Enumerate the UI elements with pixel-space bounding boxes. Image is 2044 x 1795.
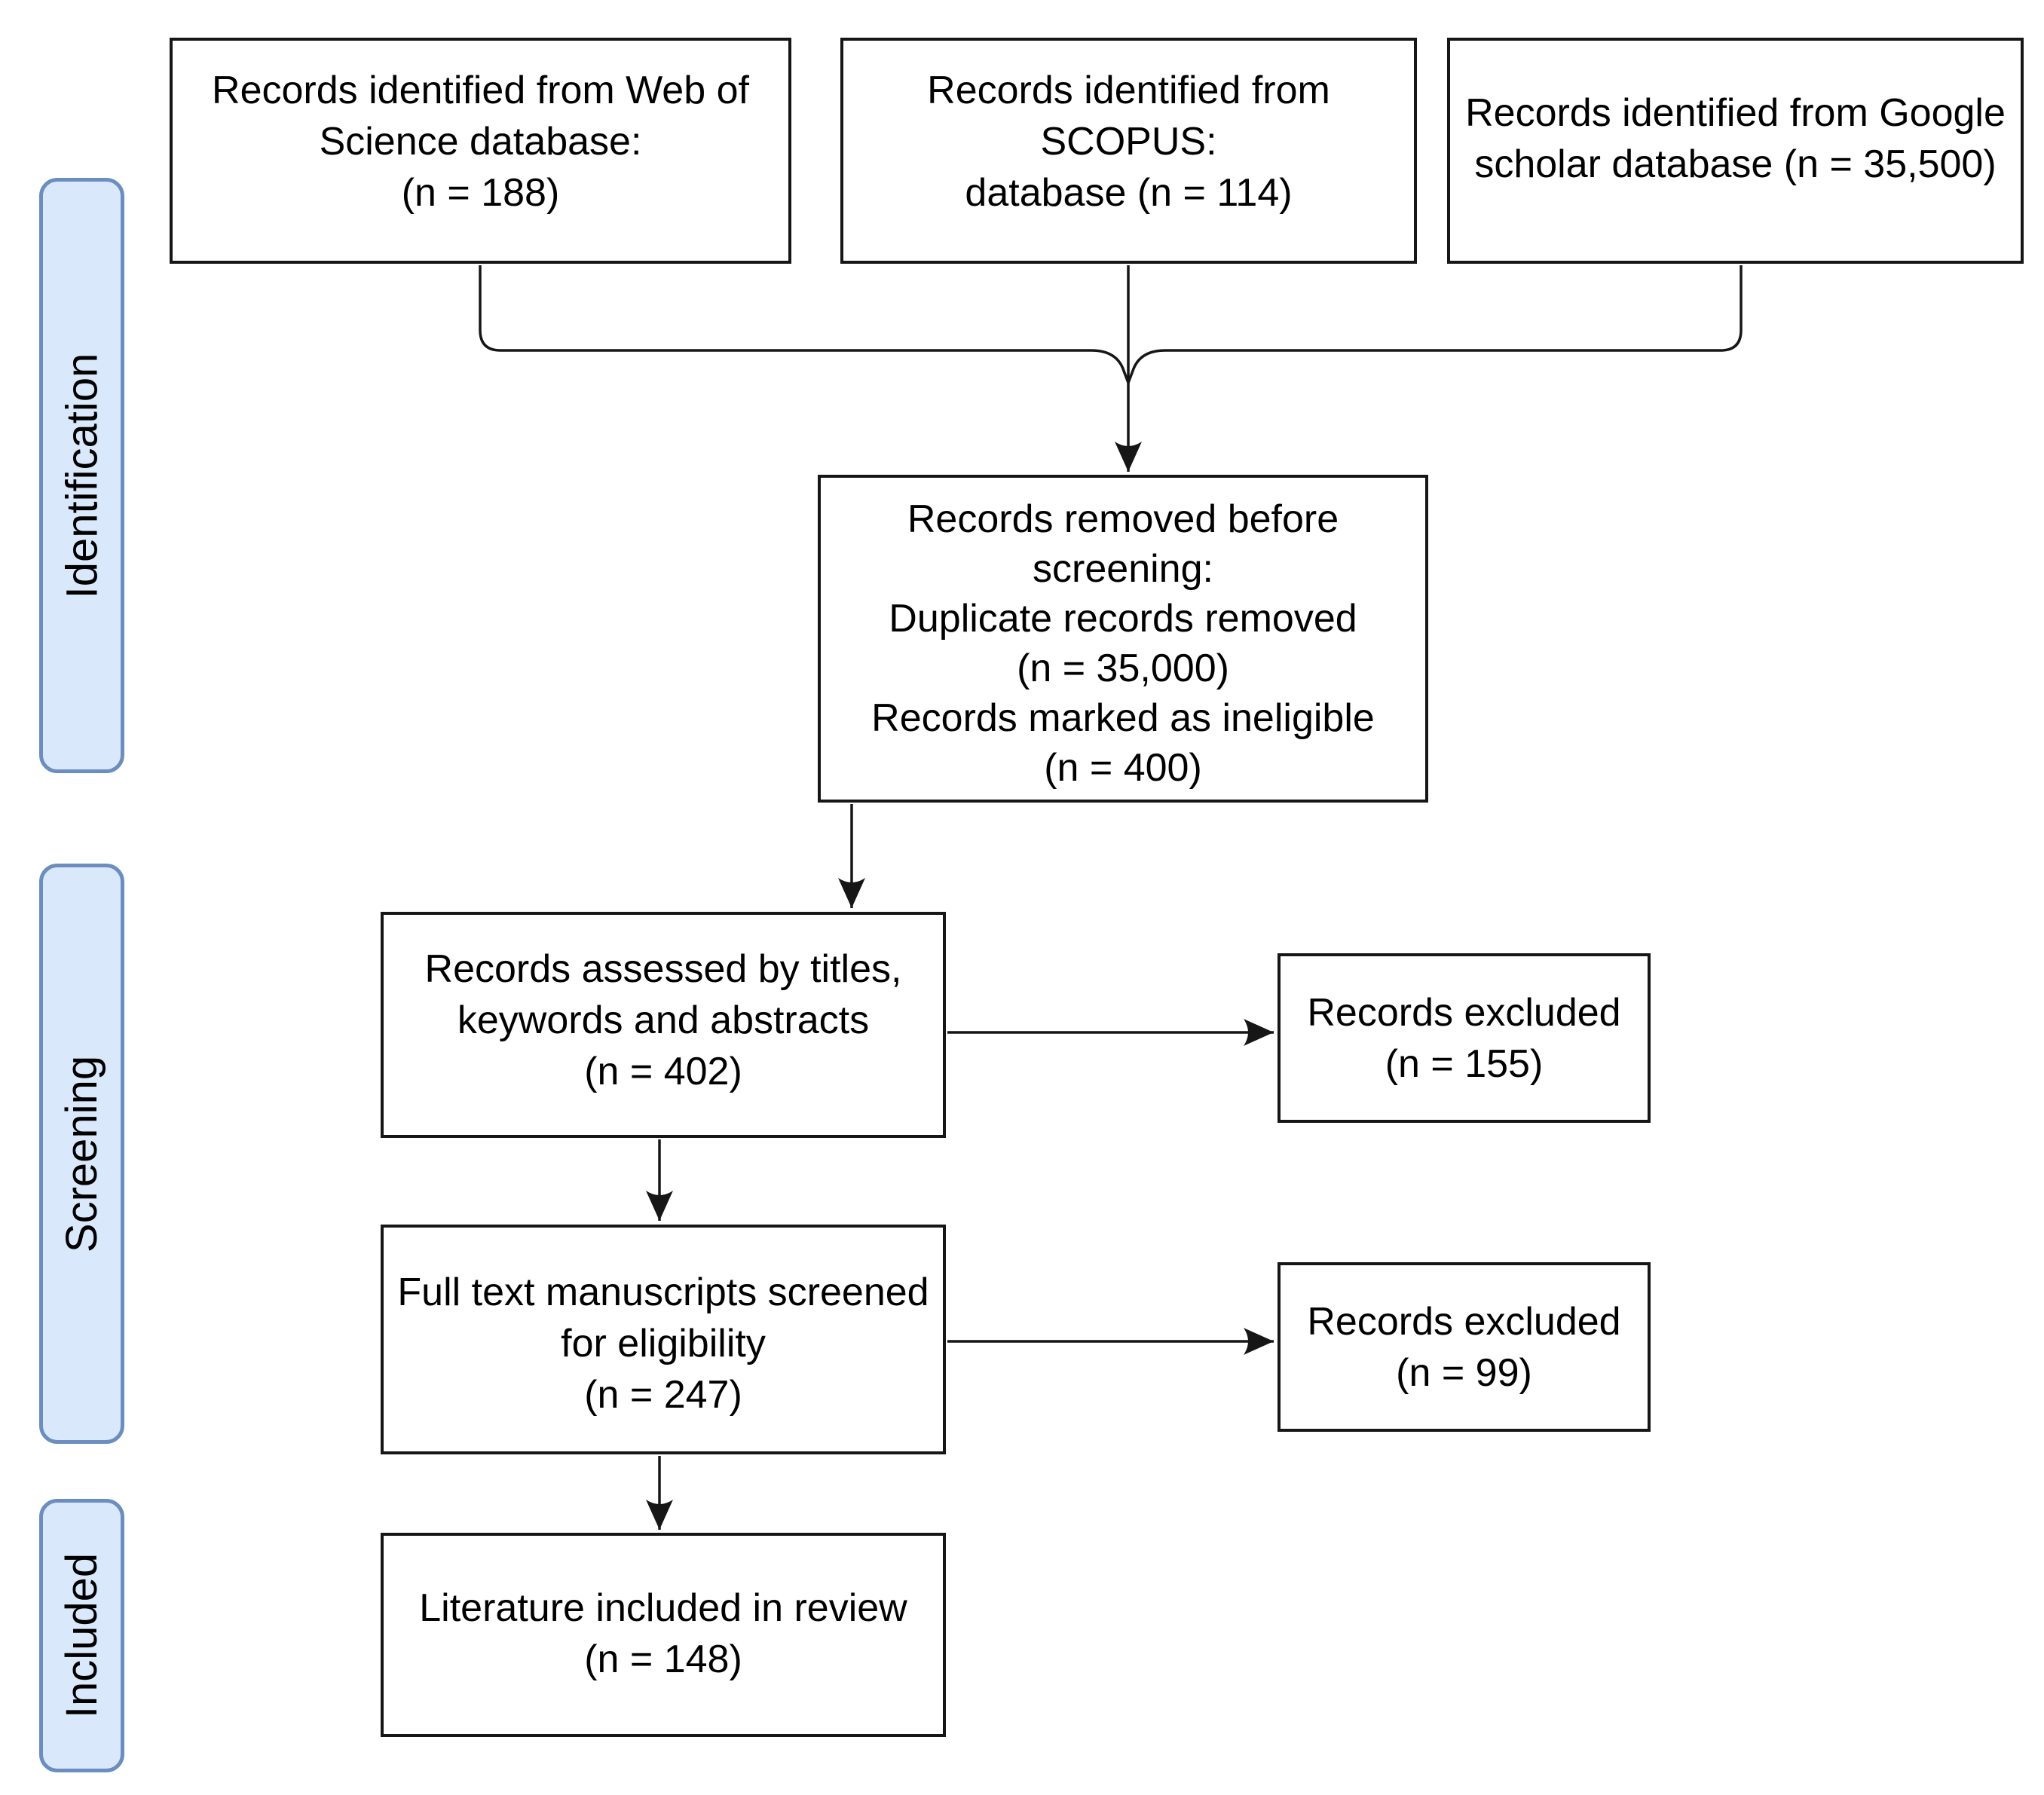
box-line: Science database: — [319, 120, 642, 164]
connector-wos-merge — [479, 265, 1130, 384]
box-line: Records excluded — [1307, 990, 1621, 1035]
box-line: (n = 247) — [584, 1373, 742, 1417]
box-line: Records assessed by titles, — [424, 947, 902, 991]
box-line: Records identified from Web of — [212, 69, 749, 112]
box-records-google-scholar: Records identified from Google scholar d… — [1447, 38, 2024, 264]
box-line: Full text manuscripts screened — [397, 1271, 929, 1314]
box-line: (n = 188) — [401, 171, 560, 215]
box-records-removed-before-screening: Records removed before screening: Duplic… — [818, 475, 1428, 803]
box-line: (n = 155) — [1385, 1041, 1544, 1086]
box-line: Records identified from — [927, 69, 1330, 112]
box-line: database (n = 114) — [965, 171, 1293, 215]
box-literature-included: Literature included in review (n = 148) — [381, 1533, 946, 1737]
box-line: keywords and abstracts — [457, 998, 870, 1042]
box-line: screening: — [1033, 547, 1213, 591]
box-records-web-of-science: Records identified from Web of Science d… — [170, 38, 791, 264]
stage-included: Included — [39, 1499, 124, 1772]
box-line: (n = 35,000) — [1017, 647, 1229, 690]
box-line: Records removed before — [907, 497, 1339, 541]
box-records-assessed: Records assessed by titles, keywords and… — [381, 912, 946, 1138]
stage-identification: Identification — [39, 178, 124, 773]
stage-screening: Screening — [39, 864, 124, 1444]
stage-identification-label: Identification — [57, 353, 106, 598]
box-line: Records excluded — [1307, 1299, 1621, 1344]
box-records-excluded-titles: Records excluded (n = 155) — [1278, 953, 1651, 1123]
box-line: (n = 148) — [584, 1638, 742, 1681]
box-records-excluded-fulltext: Records excluded (n = 99) — [1278, 1262, 1651, 1432]
box-fulltext-screened: Full text manuscripts screened for eligi… — [381, 1225, 946, 1454]
stage-screening-label: Screening — [57, 1055, 107, 1252]
stage-included-label: Included — [57, 1552, 107, 1719]
box-line: (n = 402) — [584, 1050, 742, 1093]
box-line: Records marked as ineligible — [871, 696, 1375, 740]
box-records-scopus: Records identified from SCOPUS: database… — [840, 38, 1417, 264]
box-line: Literature included in review — [419, 1586, 907, 1630]
box-line: SCOPUS: — [1040, 120, 1217, 164]
box-line: scholar database (n = 35,500) — [1474, 142, 1997, 186]
box-line: Records identified from Google — [1465, 91, 2006, 135]
connector-google-merge — [1127, 265, 1743, 384]
box-line: (n = 99) — [1396, 1350, 1532, 1395]
box-line: Duplicate records removed — [889, 597, 1357, 641]
box-line: for eligibility — [561, 1322, 766, 1365]
box-line: (n = 400) — [1044, 746, 1202, 790]
